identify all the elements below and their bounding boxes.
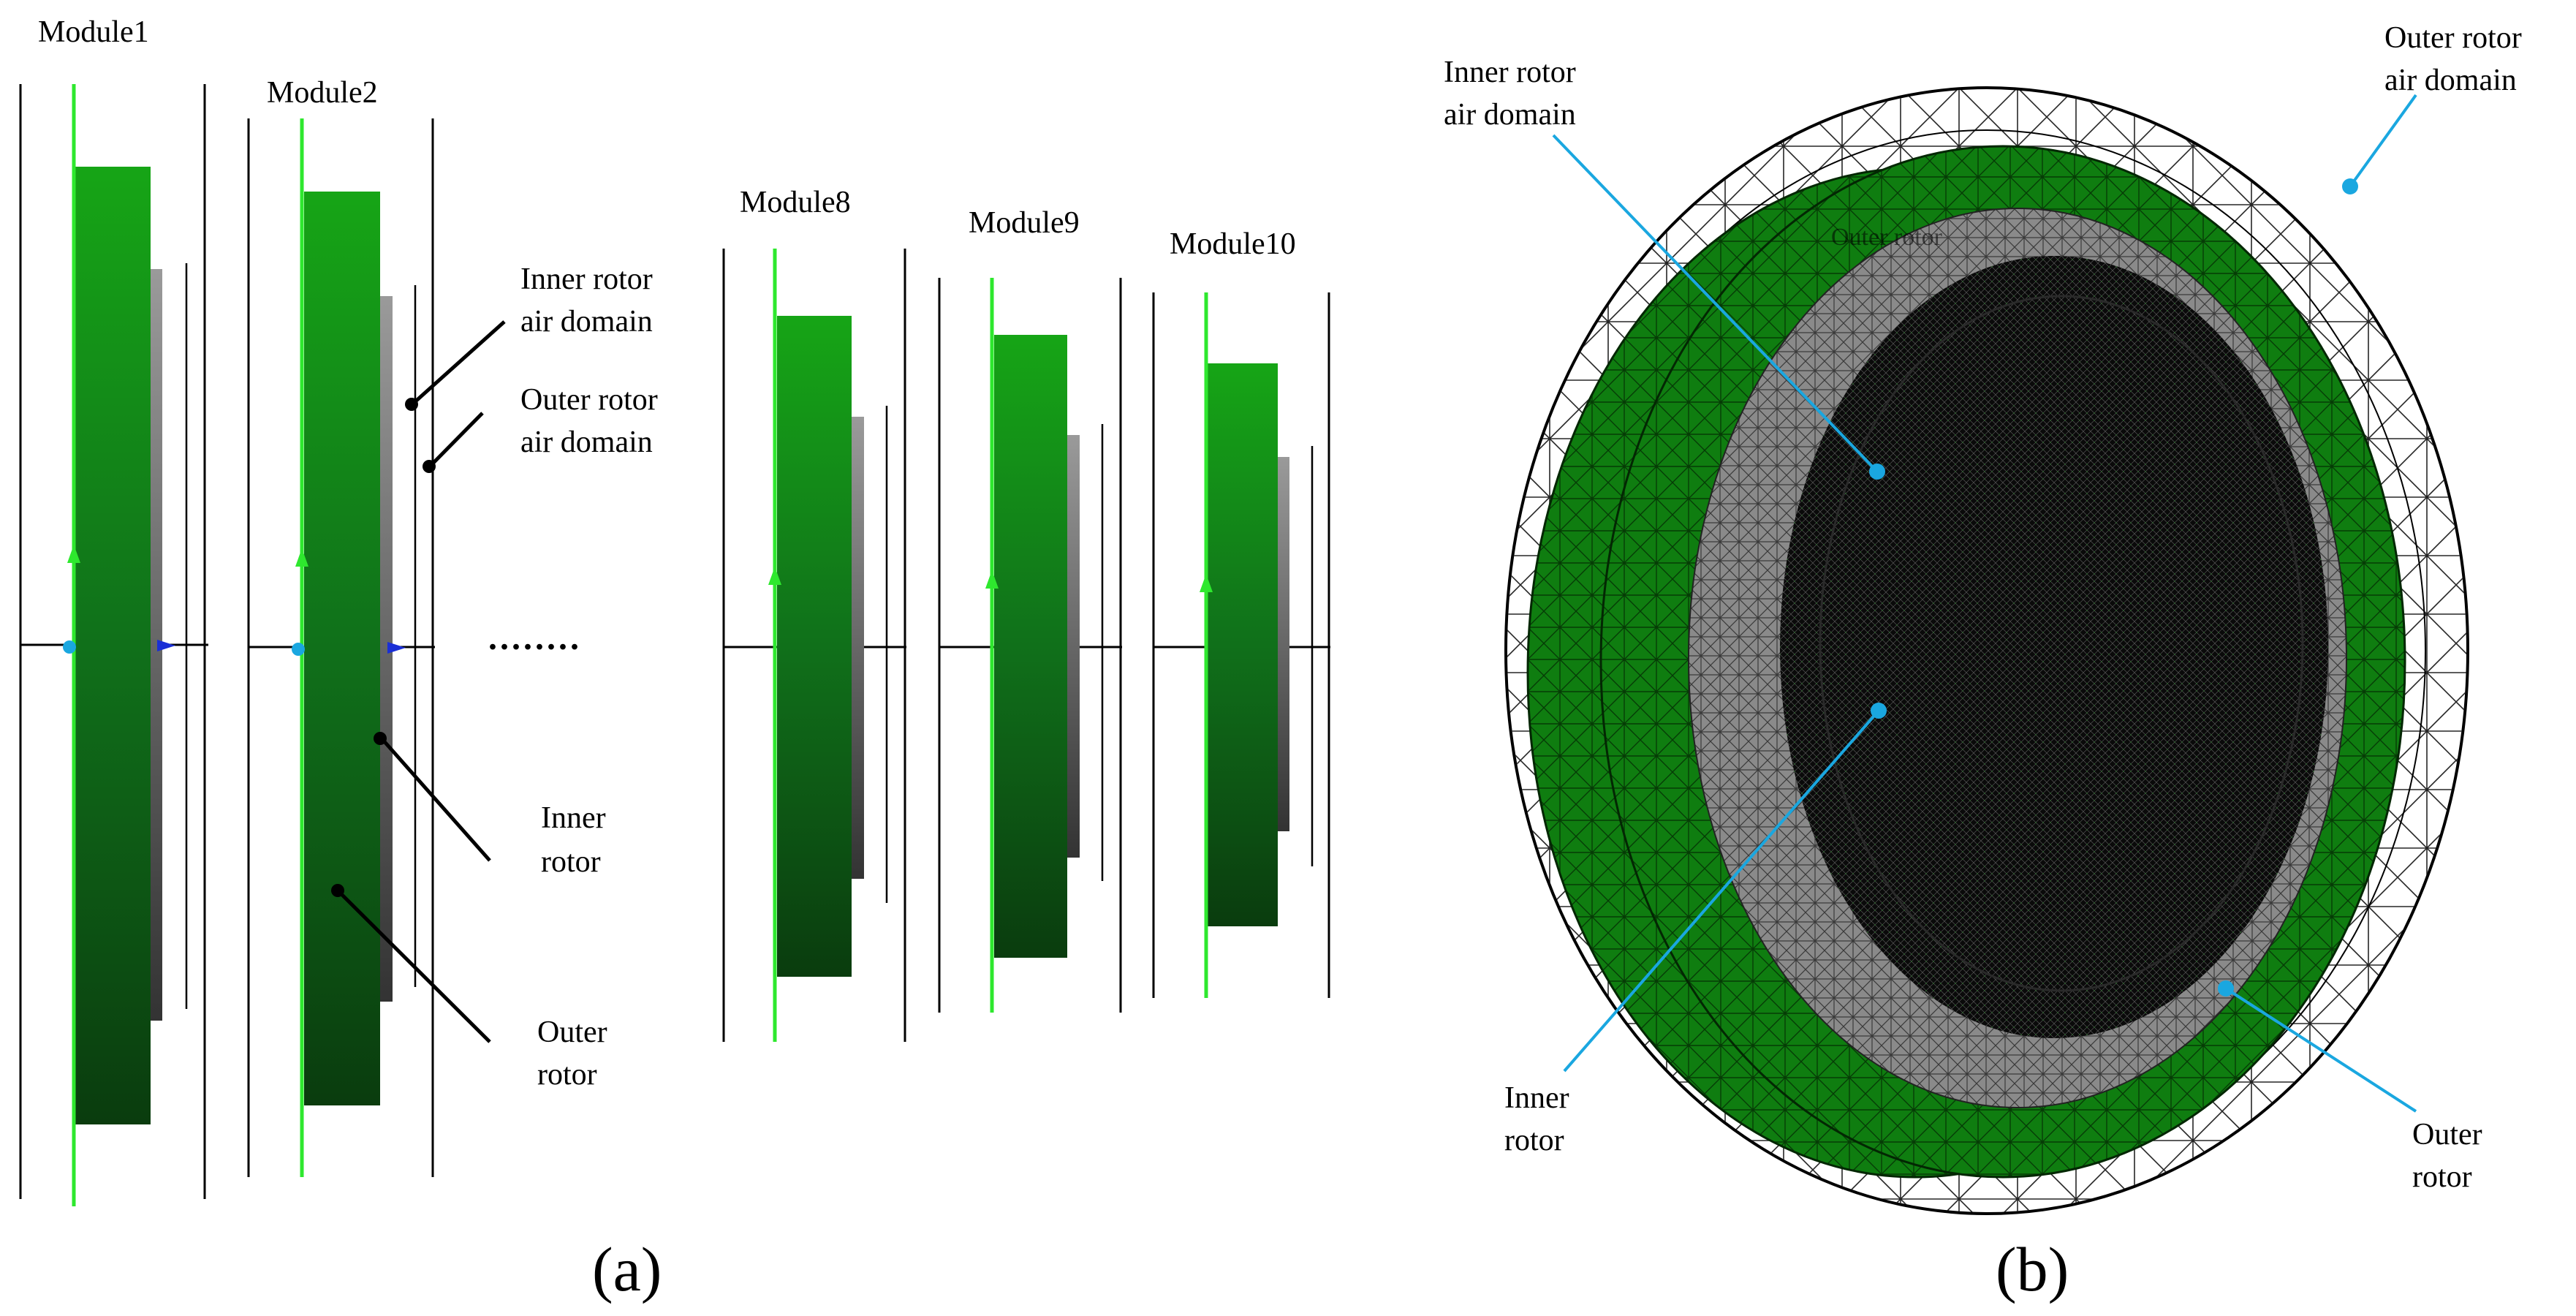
module-2-label: Module2 [267,76,378,110]
panel-a: Module1 Module2 Module8 Module9 Module10… [19,15,1330,1304]
module-9 [938,278,1122,1013]
module-1-label: Module1 [38,15,149,49]
module-2 [247,118,435,1177]
module-8-label: Module8 [740,186,851,219]
module-10 [1152,292,1330,998]
module-10-label: Module10 [1170,227,1296,261]
ellipsis: ........ [488,619,582,657]
inner-air-mesh [1780,256,2328,1038]
module-8 [722,249,906,1042]
module-1 [19,84,208,1206]
module-9-label: Module9 [969,206,1080,240]
svg-text:Outer rotor: Outer rotor [1831,224,1943,251]
panel-b-label: (b) [1996,1234,2069,1304]
panel-a-label: (a) [592,1234,662,1304]
